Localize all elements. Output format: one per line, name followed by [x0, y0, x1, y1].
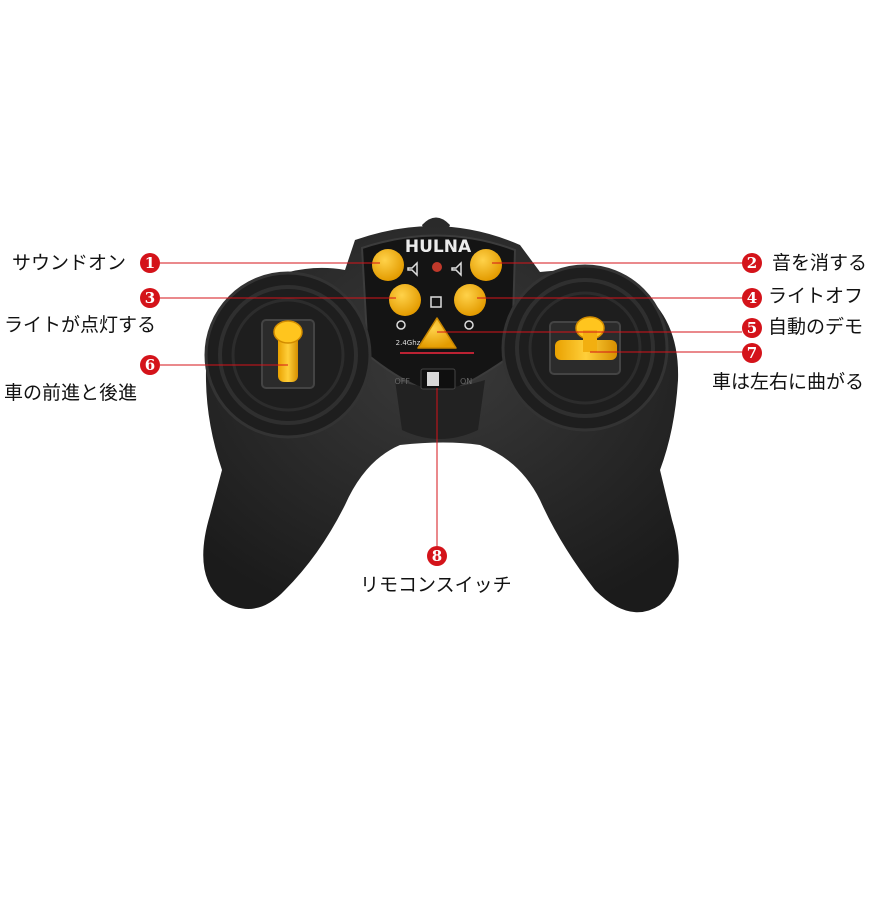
- chip-icon: [430, 296, 442, 308]
- callout-label-4: ライトオフ: [768, 285, 864, 307]
- forward-backward-stick[interactable]: [273, 320, 303, 382]
- callout-label-3: ライトが点灯する: [4, 314, 157, 336]
- red-stripe: [400, 352, 474, 354]
- callout-lines: [160, 262, 742, 546]
- switch-on-label: ON: [460, 377, 472, 386]
- callout-badge-8: 8: [427, 546, 447, 566]
- callout-label-8: リモコンスイッチ: [360, 574, 512, 596]
- callout-badge-7: 7: [742, 343, 762, 363]
- callout-badge-2: 2: [742, 253, 762, 273]
- callout-badge-1: 1: [140, 253, 160, 273]
- switch-off-label: OFF: [395, 377, 411, 386]
- callout-label-5: 自動のデモ: [768, 316, 864, 338]
- power-switch[interactable]: [420, 368, 456, 390]
- speaker-icon: [407, 261, 418, 277]
- callout-label-2: 音を消する: [772, 252, 868, 274]
- callout-label-1: サウンドオン: [12, 252, 127, 274]
- frequency-label: 2.4Ghz: [396, 339, 421, 347]
- callout-badge-5: 5: [742, 318, 762, 338]
- light-on-icon: [396, 320, 406, 330]
- callout-label-7: 車は左右に曲がる: [712, 371, 865, 393]
- callout-badge-3: 3: [140, 288, 160, 308]
- callout-badge-6: 6: [140, 355, 160, 375]
- light-on-button[interactable]: [389, 284, 421, 316]
- light-off-icon: [464, 320, 474, 330]
- sound-on-button[interactable]: [372, 249, 404, 281]
- brand-logo: HULNA: [405, 237, 472, 257]
- callout-badge-4: 4: [742, 288, 762, 308]
- sound-off-button[interactable]: [470, 249, 502, 281]
- steering-stick[interactable]: [555, 316, 617, 360]
- speaker-mute-icon: [451, 261, 462, 277]
- callout-label-6: 車の前進と後進: [4, 382, 138, 404]
- auto-demo-button[interactable]: [417, 317, 457, 349]
- light-off-button[interactable]: [454, 284, 486, 316]
- power-led: [432, 262, 442, 272]
